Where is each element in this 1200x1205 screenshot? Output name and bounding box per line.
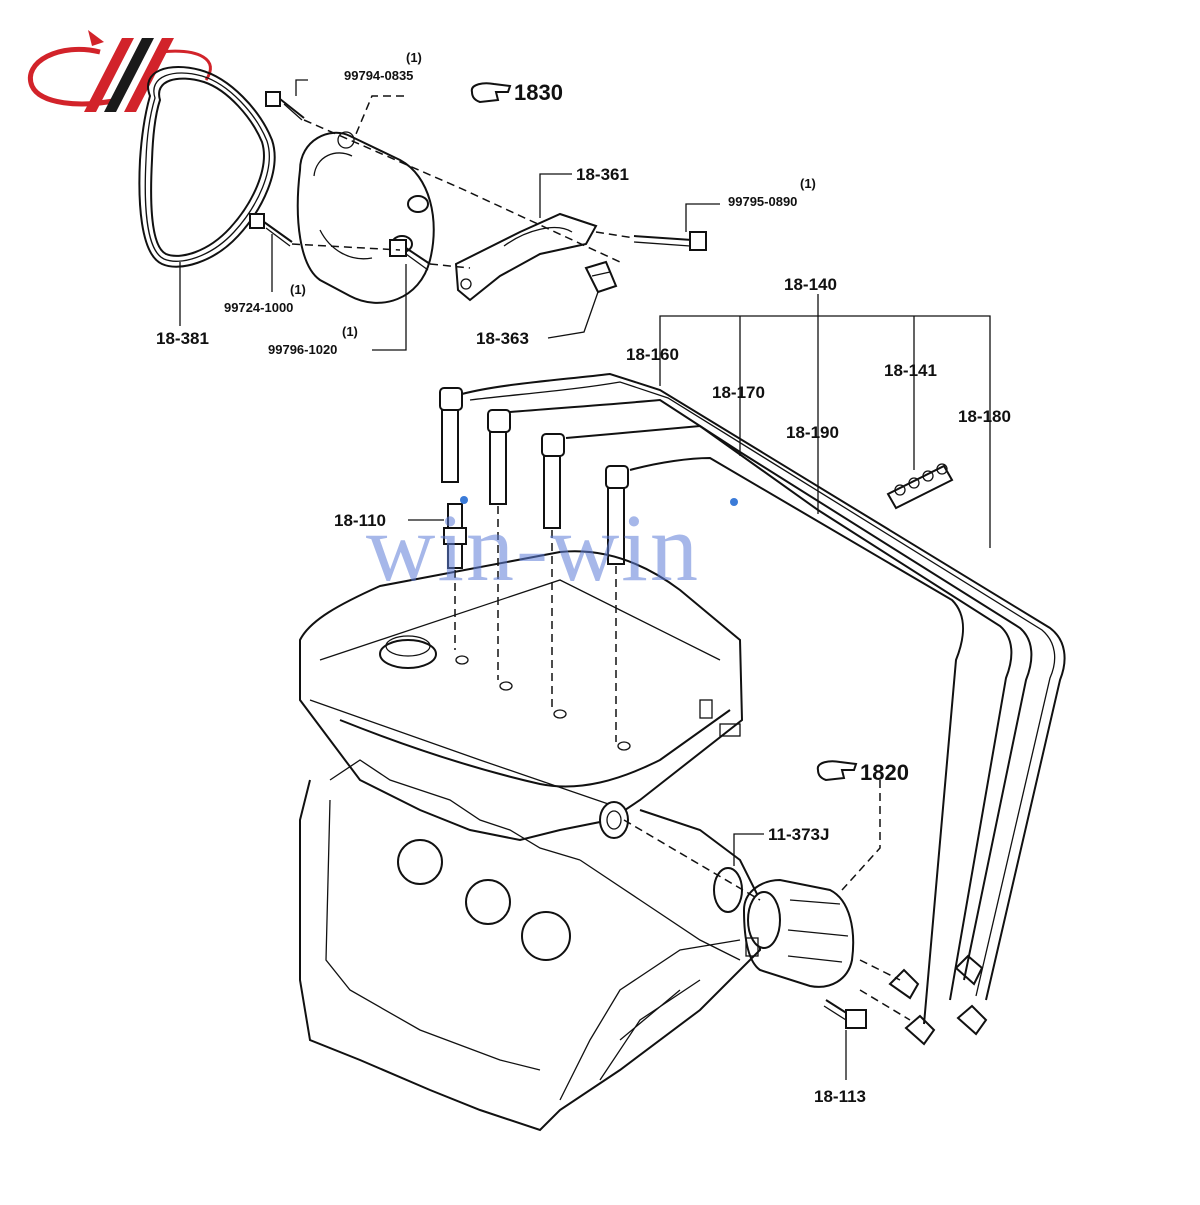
leader-99795 <box>685 203 720 232</box>
label-99794: 99794-0835 <box>344 68 413 83</box>
o-ring <box>713 867 743 913</box>
alternator <box>296 131 435 304</box>
bolt-99724-icon <box>249 213 293 247</box>
leader-18363 <box>547 291 599 339</box>
clip-18-363 <box>584 260 618 294</box>
v-belt <box>138 66 276 268</box>
cap-axis-1 <box>859 959 901 981</box>
ref-1830: 1830 <box>514 80 563 105</box>
leader-1820 <box>841 780 881 891</box>
leader-18361 <box>539 173 572 218</box>
label-18160: 18-160 <box>626 345 679 364</box>
label-99796: 99796-1020 <box>268 342 337 357</box>
qty-99794: (1) <box>406 50 422 65</box>
spark-plug <box>443 503 467 569</box>
plug-wire-1 <box>439 387 463 483</box>
distributor <box>742 878 855 988</box>
cap-axis-2 <box>859 989 911 1021</box>
leader-99794 <box>295 79 308 96</box>
leader-99796 <box>372 264 407 351</box>
label-99724: 99724-1000 <box>224 300 293 315</box>
label-18363: 18-363 <box>476 329 529 348</box>
hand-pointer-icon <box>816 760 858 782</box>
bracket-18-140 <box>659 315 991 548</box>
plug-wire-4 <box>605 465 629 565</box>
label-18361: 18-361 <box>576 165 629 184</box>
label-18113: 18-113 <box>814 1087 866 1106</box>
qty-99796: (1) <box>342 324 358 339</box>
watermark: win-win <box>366 494 700 601</box>
qty-99795: (1) <box>800 176 816 191</box>
label-18141: 18-141 <box>884 361 937 380</box>
qty-99724: (1) <box>290 282 306 297</box>
watermark-dot <box>460 496 468 504</box>
plug-wire-3 <box>541 433 565 529</box>
label-18381: 18-381 <box>156 329 209 348</box>
label-18190: 18-190 <box>786 423 839 442</box>
adjusting-bracket <box>454 212 598 302</box>
assembly-line-3 <box>429 263 471 269</box>
watermark-dot <box>730 498 738 506</box>
assembly-line-2 <box>291 243 401 251</box>
label-18110: 18-110 <box>334 511 386 530</box>
label-18170: 18-170 <box>712 383 765 402</box>
assembly-line-4 <box>595 231 635 239</box>
label-11373J: 11-373J <box>768 825 829 844</box>
assembly-line-1 <box>303 119 621 263</box>
wire-holder <box>886 463 954 510</box>
dist-axis <box>623 819 761 901</box>
bolt-99796-icon <box>389 239 431 271</box>
bolt-99795-icon <box>633 231 707 251</box>
plug-wire-2 <box>487 409 511 505</box>
distributor-caps <box>888 954 988 1046</box>
bolt-99794-icon <box>265 91 305 121</box>
label-99795: 99795-0890 <box>728 194 797 209</box>
bolt-18113-icon <box>823 999 867 1029</box>
engine-block <box>299 550 761 1132</box>
ignition-wires <box>461 372 1066 1025</box>
label-18180: 18-180 <box>958 407 1011 426</box>
label-18140: 18-140 <box>784 275 837 294</box>
ref-1820: 1820 <box>860 760 909 785</box>
leader-1830 <box>355 95 404 135</box>
leader-11373J <box>733 833 764 866</box>
hand-pointer-icon <box>470 82 512 104</box>
brand-logo <box>27 30 212 112</box>
